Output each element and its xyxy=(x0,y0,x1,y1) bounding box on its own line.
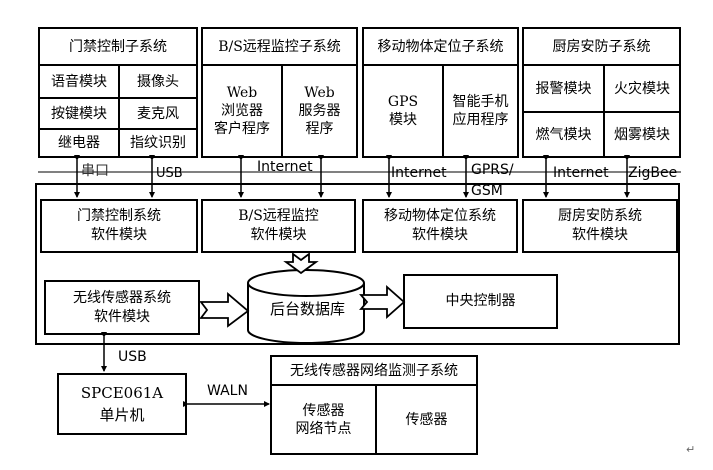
wsn-monitor-subsystem-title: 无线传感器网络监测子系统 xyxy=(272,357,476,386)
database-label: 后台数据库 xyxy=(270,300,346,318)
smoke-module: 烟雾模块 xyxy=(603,111,679,156)
sensor: 传感器 xyxy=(375,386,476,453)
serial-label: 串口 xyxy=(81,163,109,179)
microphone: 麦克风 xyxy=(118,97,196,128)
access-control-subsystem-title: 门禁控制子系统 xyxy=(40,29,196,66)
fire-module: 火灾模块 xyxy=(603,66,679,111)
alarm-module: 报警模块 xyxy=(535,80,592,97)
smartphone-app: 智能手机 应用程序 xyxy=(442,66,517,156)
gas-module: 燃气模块 xyxy=(524,111,603,156)
web-browser-client: Web 浏览器 客户程序 xyxy=(214,85,270,137)
paragraph-mark-icon: ↵ xyxy=(686,443,696,456)
kitchen-security-subsystem-title: 厨房安防子系统 xyxy=(524,29,679,66)
zigbee-label: ZigBee xyxy=(628,165,678,181)
spce061a-mcu: SPCE061A 单片机 xyxy=(57,373,187,435)
usb-top-label: USB xyxy=(156,166,183,181)
internet-mobile-label: Internet xyxy=(391,165,447,181)
sensor-network-node: 传感器 网络节点 xyxy=(295,402,352,437)
internet-bs-label: Internet xyxy=(257,159,313,175)
kitchen-security-software-module: 厨房安防系统 软件模块 xyxy=(522,199,678,253)
mobile-locating-subsystem-title: 移动物体定位子系统 xyxy=(364,29,517,66)
bs-monitor-software-module: B/S远程监控 软件模块 xyxy=(201,199,356,253)
access-control-software-module: 门禁控制系统 软件模块 xyxy=(40,199,198,253)
mobile-locating-subsystem: 移动物体定位子系统 GPS 模块 智能手机 应用程序 xyxy=(362,27,519,158)
internet-kitchen-label: Internet xyxy=(553,165,609,181)
central-software-container xyxy=(35,183,680,345)
access-control-subsystem: 门禁控制子系统 语音模块 摄像头 按键模块 麦克风 继电器 指纹识别 xyxy=(38,27,198,158)
keypad-module: 按键模块 xyxy=(40,97,118,128)
wireless-sensor-software-module: 无线传感器系统 软件模块 xyxy=(44,280,200,335)
fingerprint-recognition: 指纹识别 xyxy=(118,128,196,156)
relay: 继电器 xyxy=(40,128,118,156)
gprs-gsm-label: GPRS/ GSM xyxy=(471,162,514,199)
usb-bottom-label: USB xyxy=(118,349,147,365)
kitchen-security-subsystem: 厨房安防子系统 报警模块 火灾模块 燃气模块 烟雾模块 xyxy=(522,27,681,158)
bs-monitor-subsystem-title: B/S远程监控子系统 xyxy=(203,29,356,66)
voice-module: 语音模块 xyxy=(51,73,107,90)
mobile-locating-software-module: 移动物体定位系统 软件模块 xyxy=(362,199,518,253)
camera: 摄像头 xyxy=(118,66,196,97)
gps-module: GPS 模块 xyxy=(387,94,419,128)
waln-label: WALN xyxy=(207,383,248,399)
central-controller: 中央控制器 xyxy=(403,274,558,329)
wsn-monitor-subsystem: 无线传感器网络监测子系统 传感器 网络节点 传感器 xyxy=(270,355,478,455)
web-server-program: Web 服务器 程序 xyxy=(281,66,356,156)
bs-monitor-subsystem: B/S远程监控子系统 Web 浏览器 客户程序 Web 服务器 程序 xyxy=(201,27,358,158)
